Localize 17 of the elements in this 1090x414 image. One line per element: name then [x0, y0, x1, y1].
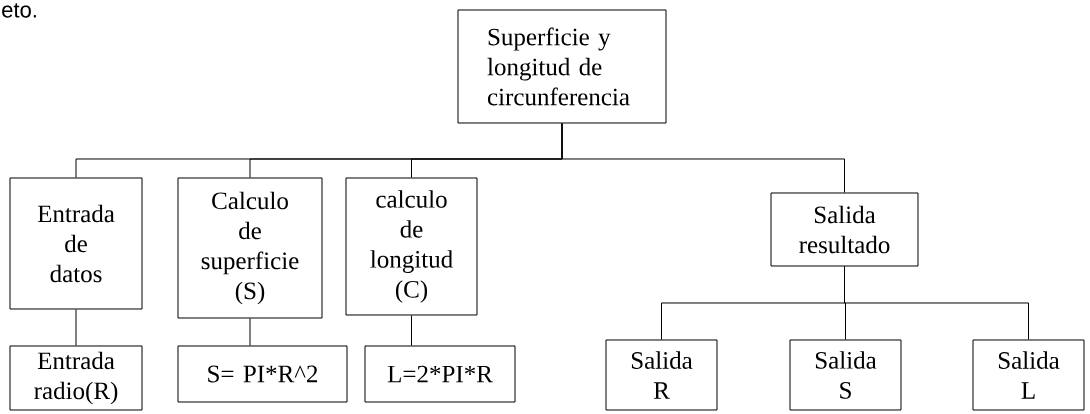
connector-line [561, 123, 845, 193]
process-box: Superficie y longitud de circunferencia [457, 9, 667, 124]
process-box: Entrada de datos [9, 177, 143, 310]
process-box: Salida R [605, 339, 718, 411]
connector-line [844, 266, 1029, 340]
process-box: Calculo de superficie (S) [177, 177, 323, 319]
process-box: L=2*PI*R [364, 345, 516, 403]
connector-line [411, 315, 412, 346]
process-box: Entrada radio(R) [9, 345, 143, 411]
process-box: Salida resultado [770, 192, 919, 267]
connector-line [249, 318, 251, 346]
process-box: calculo de longitud (C) [345, 177, 478, 316]
process-box: Salida L [972, 339, 1085, 411]
process-box: Salida S [789, 339, 902, 411]
connector-line [75, 309, 77, 346]
note-text: eto. [2, 3, 36, 18]
process-box: S= PI*R^2 [177, 345, 348, 403]
